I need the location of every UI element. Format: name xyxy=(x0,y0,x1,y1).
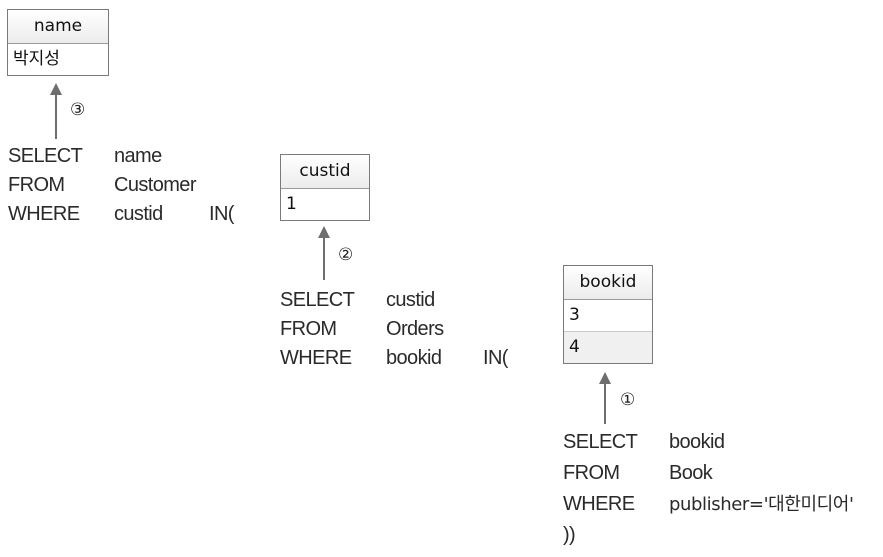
sql-where-column: bookid xyxy=(386,347,442,369)
sql-select-column: bookid xyxy=(669,431,725,453)
table-cell: 박지성 xyxy=(13,49,60,69)
sql-keyword-from: FROM xyxy=(280,318,337,340)
sql-keyword-select: SELECT xyxy=(8,145,83,167)
sql-middle-query: SELECT custid FROM Orders WHERE bookid I… xyxy=(280,286,540,376)
sql-from-table: Orders xyxy=(386,318,444,340)
sql-inner-query: SELECT bookid FROM Book WHERE publisher=… xyxy=(563,428,881,548)
arrow-up-icon xyxy=(317,226,331,280)
sql-in-operator: IN( xyxy=(209,203,234,225)
arrow-up-icon xyxy=(49,83,63,139)
step-marker-1: ① xyxy=(620,390,636,410)
sql-in-operator: IN( xyxy=(483,347,508,369)
sql-keyword-where: WHERE xyxy=(280,347,352,369)
sql-closing-parens: )) xyxy=(563,524,576,546)
table-header: name xyxy=(8,10,108,44)
step-marker-3: ③ xyxy=(70,100,86,120)
sql-keyword-select: SELECT xyxy=(563,431,638,453)
sql-outer-query: SELECT name FROM Customer WHERE custid I… xyxy=(8,142,268,232)
table-cell: 3 xyxy=(564,300,652,332)
sql-keyword-where: WHERE xyxy=(8,203,80,225)
sql-from-table: Customer xyxy=(114,174,196,196)
result-table-custid: custid 1 xyxy=(280,154,370,221)
arrow-up-icon xyxy=(598,372,612,424)
sql-where-condition: publisher='대한미디어' xyxy=(669,494,854,515)
sql-select-column: name xyxy=(114,145,162,167)
sql-keyword-select: SELECT xyxy=(280,289,355,311)
step-marker-2: ② xyxy=(338,245,354,265)
table-header: bookid xyxy=(564,266,652,300)
sql-keyword-from: FROM xyxy=(563,462,620,484)
result-table-name: name 박지성 xyxy=(7,9,109,76)
sql-keyword-where: WHERE xyxy=(563,493,635,515)
result-table-bookid: bookid 3 4 xyxy=(563,265,653,364)
sql-keyword-from: FROM xyxy=(8,174,65,196)
sql-from-table: Book xyxy=(669,462,713,484)
sql-where-column: custid xyxy=(114,203,163,225)
table-header: custid xyxy=(281,155,369,189)
table-cell: 1 xyxy=(286,194,297,214)
sql-select-column: custid xyxy=(386,289,435,311)
table-cell: 4 xyxy=(564,332,652,363)
